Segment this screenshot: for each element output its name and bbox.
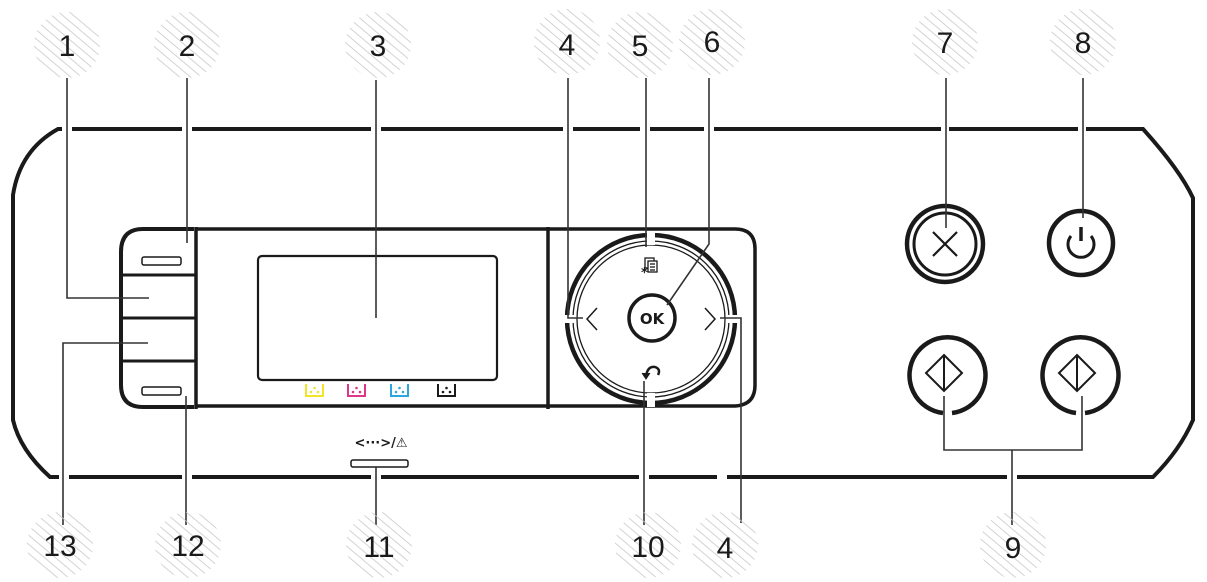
svg-text:9: 9 (1005, 532, 1022, 565)
start-button-left[interactable] (907, 335, 988, 416)
back-arrow-icon (644, 365, 661, 378)
left-arrow-button[interactable] (585, 307, 598, 331)
power-button[interactable] (1046, 208, 1116, 278)
svg-text:4: 4 (717, 532, 734, 565)
callouts: 1 2 3 4 5 6 7 8 (27, 9, 1116, 578)
left-button-lower-middle[interactable] (125, 321, 193, 359)
left-button-top[interactable] (141, 256, 182, 266)
callout-8: 8 (1050, 9, 1116, 75)
chevron-right-icon (704, 307, 717, 331)
svg-text:8: 8 (1075, 27, 1092, 60)
callout-5: 5 (607, 12, 673, 78)
callout-6: 6 (679, 9, 745, 75)
left-button-bottom[interactable] (141, 386, 182, 396)
left-button-stack (119, 227, 196, 409)
x-cross-icon (932, 231, 958, 257)
callout-4-left: 4 (534, 9, 600, 75)
svg-text:13: 13 (43, 530, 76, 563)
display-bezel (194, 227, 550, 409)
start-diamond-icon (1057, 353, 1097, 393)
svg-text:6: 6 (704, 26, 721, 59)
status-led: <···>/⚠ (350, 436, 409, 468)
svg-text:11: 11 (363, 531, 394, 564)
start-button-right[interactable] (1040, 335, 1121, 416)
status-led-label: <···>/⚠ (354, 436, 407, 451)
power-icon (1066, 227, 1096, 259)
panel-outline (11, 127, 1195, 479)
svg-text:3: 3 (370, 30, 387, 63)
callout-1: 1 (34, 12, 100, 78)
nav-bezel (548, 227, 757, 408)
callout-3: 3 (345, 12, 411, 78)
svg-text:10: 10 (631, 531, 664, 564)
svg-text:4: 4 (559, 29, 576, 62)
svg-text:1: 1 (59, 30, 76, 63)
callout-2: 2 (154, 12, 220, 78)
left-button-upper-middle[interactable] (125, 278, 193, 316)
toner-indicators (305, 384, 456, 397)
callout-13: 13 (27, 512, 93, 578)
svg-text:7: 7 (937, 27, 954, 60)
callout-7: 7 (912, 9, 978, 75)
leader-lines (62, 78, 1084, 525)
svg-text:*: * (641, 266, 648, 281)
toner-black-icon (437, 384, 456, 397)
callout-10: 10 (615, 512, 681, 578)
callout-9: 9 (980, 512, 1046, 578)
display-screen (256, 254, 499, 382)
svg-text:12: 12 (171, 530, 204, 563)
back-button[interactable] (641, 365, 661, 380)
stop-clear-button[interactable] (904, 203, 986, 285)
toner-cyan-icon (390, 384, 409, 397)
chevron-left-icon (585, 307, 598, 331)
callout-12: 12 (155, 512, 221, 578)
callout-11: 11 (346, 512, 412, 578)
ok-label: OK (640, 310, 666, 328)
callout-4-right: 4 (692, 512, 758, 578)
toner-yellow-icon (305, 384, 324, 397)
svg-text:2: 2 (179, 30, 196, 63)
svg-text:5: 5 (632, 30, 649, 63)
menu-icon: * (641, 257, 658, 281)
ok-button[interactable]: OK (627, 293, 677, 343)
right-arrow-button[interactable] (704, 307, 717, 331)
menu-button[interactable]: * (641, 257, 658, 281)
start-diamond-icon (924, 353, 964, 393)
toner-magenta-icon (347, 384, 366, 397)
